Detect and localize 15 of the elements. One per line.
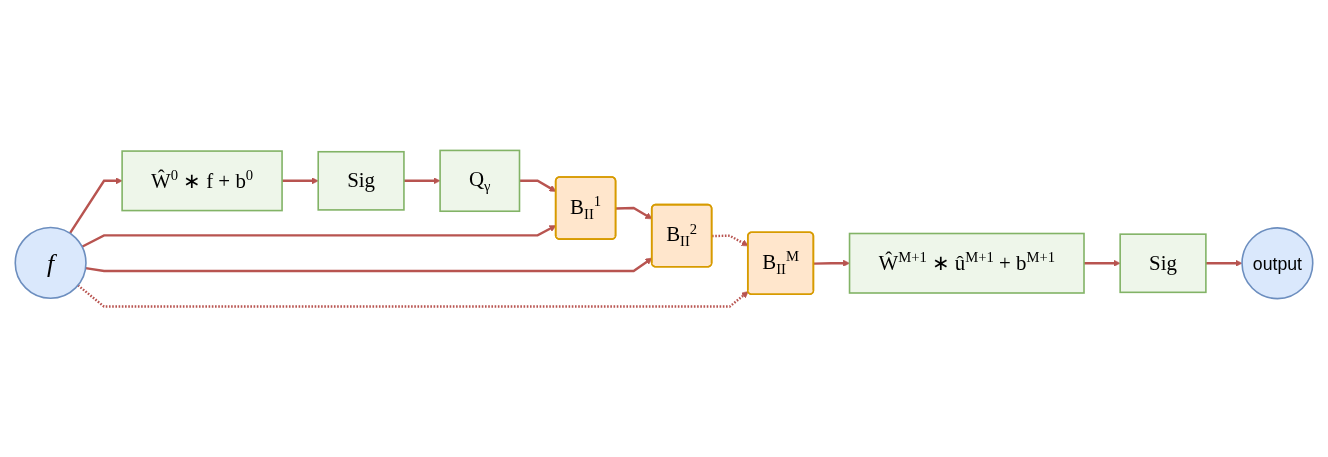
- node-box: Ŵ$^{M+1}$ ∗ û$^{M+1}$ + b$^{M+1}$: [848, 232, 1085, 294]
- arrow: [282, 177, 319, 185]
- arrow: [85, 257, 653, 273]
- node-circle: output: [1241, 227, 1314, 300]
- arrow: [1205, 259, 1243, 267]
- arrow: [77, 284, 749, 308]
- node-box: Sig: [1119, 233, 1207, 294]
- node-box: Q$_{γ}$: [439, 149, 521, 213]
- arrow: [68, 177, 123, 234]
- arrow: [1084, 259, 1121, 267]
- arrow: [813, 259, 850, 267]
- node-box: Sig: [317, 150, 405, 211]
- node-circle: f: [14, 226, 87, 300]
- arrow: [403, 177, 441, 185]
- node-box: Ŵ$^{0}$ ∗ f + b$^{0}$: [121, 150, 283, 212]
